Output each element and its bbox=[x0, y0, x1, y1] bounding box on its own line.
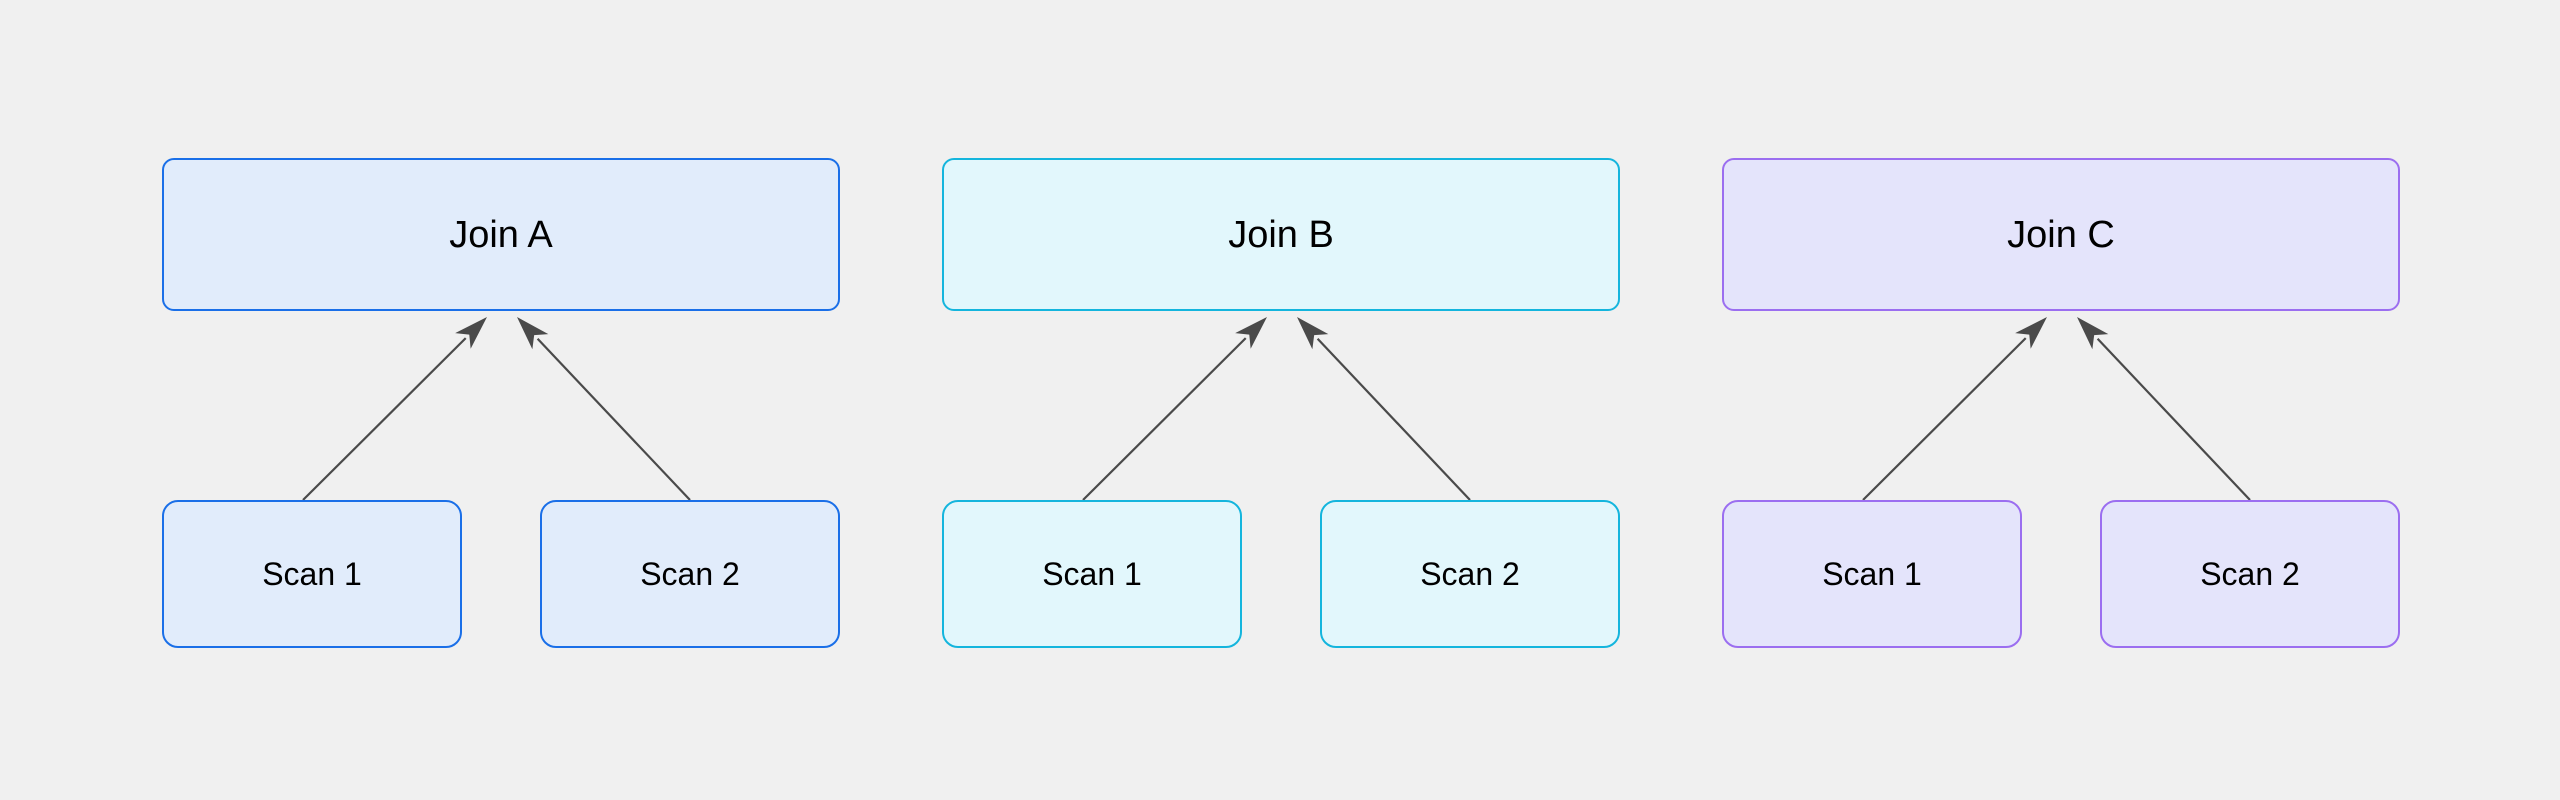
plan-group-b: Join B Scan 1 Scan 2 bbox=[942, 0, 1620, 800]
plan-group-a: Join A Scan 1 Scan 2 bbox=[162, 0, 840, 800]
plan-group-c: Join C Scan 1 Scan 2 bbox=[1722, 0, 2400, 800]
scan-node-label: Scan 2 bbox=[640, 556, 740, 592]
scan-node-c-2[interactable]: Scan 2 bbox=[2100, 500, 2400, 648]
scan-node-label: Scan 2 bbox=[2200, 556, 2300, 592]
join-node-label: Join C bbox=[2007, 213, 2115, 256]
scan-node-b-1[interactable]: Scan 1 bbox=[942, 500, 1242, 648]
scan-node-a-1[interactable]: Scan 1 bbox=[162, 500, 462, 648]
join-node-c[interactable]: Join C bbox=[1722, 158, 2400, 311]
edge-layer bbox=[1082, 317, 1471, 501]
join-node-b[interactable]: Join B bbox=[942, 158, 1620, 311]
scan-node-a-2[interactable]: Scan 2 bbox=[540, 500, 840, 648]
join-node-label: Join B bbox=[1228, 213, 1334, 256]
scan-node-b-2[interactable]: Scan 2 bbox=[1320, 500, 1620, 648]
edge-layer bbox=[1862, 317, 2251, 501]
scan-node-label: Scan 2 bbox=[1420, 556, 1520, 592]
join-node-a[interactable]: Join A bbox=[162, 158, 840, 311]
scan-node-label: Scan 1 bbox=[1822, 556, 1922, 592]
scan-node-label: Scan 1 bbox=[262, 556, 362, 592]
edge-layer bbox=[302, 317, 691, 501]
join-node-label: Join A bbox=[449, 213, 553, 256]
scan-node-c-1[interactable]: Scan 1 bbox=[1722, 500, 2022, 648]
scan-node-label: Scan 1 bbox=[1042, 556, 1142, 592]
